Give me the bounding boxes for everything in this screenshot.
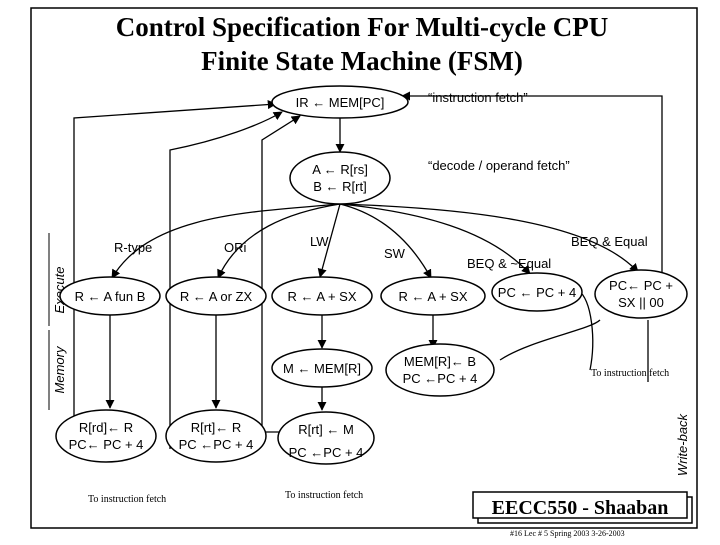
state-beq-eq-text-1: PC← PC +: [609, 278, 673, 293]
label-sw: SW: [384, 246, 406, 261]
annotation-decode: “decode / operand fetch”: [428, 158, 570, 173]
state-ori-wb-text-2: PC ←PC + 4: [179, 437, 254, 452]
brand-box: [472, 491, 688, 519]
edge-decode-rtype: [111, 203, 341, 279]
phase-writeback-label: Write-back: [675, 412, 690, 476]
state-lw-mem-text: M ← MEM[R]: [283, 361, 361, 376]
label-beq-not-equal: BEQ & ~Equal: [467, 256, 551, 271]
state-lw-execute: [271, 276, 373, 316]
edge-sw-mem-right: [499, 319, 601, 361]
state-decode-b: B ← R[rt]: [313, 179, 366, 194]
state-decode-a: A ← R[rs]: [312, 162, 368, 177]
state-beq-equal: [594, 269, 688, 319]
edge-decode-beq-not: [339, 203, 531, 275]
state-rtype-execute: [59, 276, 161, 316]
edge-decode-sw: [339, 203, 432, 279]
state-beq-not-text: PC ← PC + 4: [498, 285, 576, 300]
state-instruction-fetch: [271, 85, 409, 119]
to-fetch-label-1: To instruction fetch: [88, 494, 166, 505]
state-beq-not-equal: [491, 272, 583, 312]
state-sw-execute: [380, 276, 486, 316]
edge-right-return: [401, 91, 663, 272]
state-lw-wb-text-2: PC ←PC + 4: [289, 445, 364, 460]
state-sw-mem-text-2: PC ←PC + 4: [403, 371, 478, 386]
state-rtype-wb-text-1: R[rd]← R: [79, 420, 133, 435]
edge-decode-beq-eq: [339, 203, 639, 273]
state-rtype-wb-text-2: PC← PC + 4: [69, 437, 144, 452]
edge-ori-return: [169, 111, 283, 449]
state-lw-memory: [271, 348, 373, 388]
state-lw-exec-text: R ← A + SX: [287, 289, 356, 304]
state-ori-writeback: [165, 409, 267, 463]
edge-decode-lw: [317, 203, 341, 278]
edge-rtype-return: [73, 100, 277, 449]
state-decode: [289, 151, 391, 205]
footer-info: #16 Lec # 5 Spring 2003 3-26-2003: [510, 529, 625, 538]
state-beq-eq-text-2: SX || 00: [618, 295, 664, 310]
edge-beq-not-down: [577, 289, 594, 371]
state-rtype-writeback: [55, 409, 157, 463]
label-beq-equal: BEQ & Equal: [571, 234, 648, 249]
label-lw: LW: [310, 234, 329, 249]
title-line-1: Control Specification For Multi-cycle CP…: [116, 12, 608, 42]
to-fetch-label-3: To instruction fetch: [591, 368, 669, 379]
state-ori-execute: [165, 276, 267, 316]
footer-brand: EECC550 - Shaaban: [492, 497, 669, 519]
state-sw-mem-text-1: MEM[R]← B: [404, 354, 476, 369]
state-ori-wb-text-1: R[rt]← R: [191, 420, 242, 435]
annotation-instruction-fetch: “instruction fetch”: [428, 90, 528, 105]
label-rtype: R-type: [114, 240, 152, 255]
edge-decode-ori: [217, 203, 341, 279]
label-ori: ORi: [224, 240, 247, 255]
state-sw-exec-text: R ← A + SX: [398, 289, 467, 304]
state-lw-wb-text-1: R[rt] ← M: [298, 422, 354, 437]
state-ori-exec-text: R ← A or ZX: [180, 289, 253, 304]
state-sw-memory: [385, 343, 495, 397]
edge-lw-return: [261, 115, 301, 433]
title-line-2: Finite State Machine (FSM): [201, 46, 523, 76]
state-fetch-text: IR ← MEM[PC]: [296, 95, 385, 110]
to-fetch-label-2: To instruction fetch: [285, 490, 363, 501]
slide-frame: [30, 7, 698, 529]
state-lw-writeback: [277, 411, 375, 465]
phase-memory-label: Memory: [52, 345, 67, 393]
state-rtype-exec-text: R ← A fun B: [75, 289, 146, 304]
